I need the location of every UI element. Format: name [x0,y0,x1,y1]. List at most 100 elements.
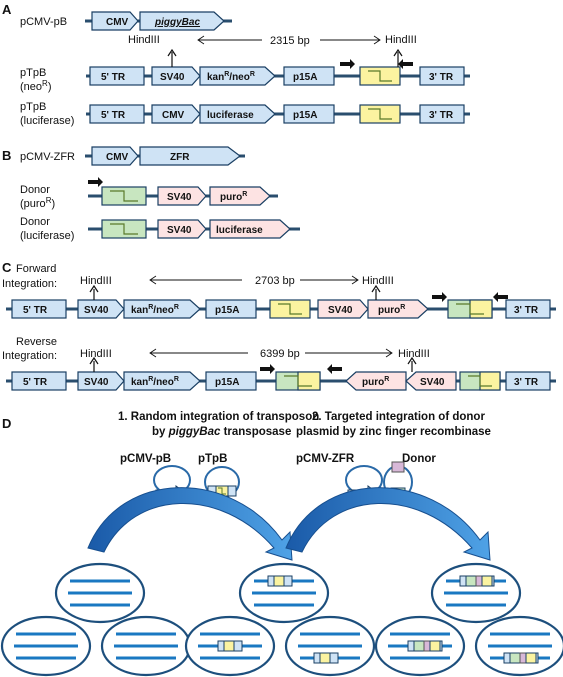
step2-title-line1: 2. Targeted integration of donor [312,411,485,423]
sv40-label-c1: SV40 [84,305,109,316]
sv40-arrow-c2b [405,371,457,391]
primer-arrow-b2 [88,177,103,187]
targeted-insert [459,575,495,587]
targeted-insert [503,652,539,664]
sv40-label-b2: SV40 [167,192,192,203]
p15a-box-a3 [283,104,335,124]
luciferase-arrow-a3 [199,104,276,124]
cell-targeted-br [474,615,563,677]
tr5-label-c2: 5' TR [23,377,48,388]
kan-neo-arrow-c2 [123,371,201,391]
tr5-box-a2 [89,66,145,86]
p15a-box-c2 [205,371,257,391]
puro-label-c1: puroR [378,304,405,316]
cmv-label: CMV [106,17,129,28]
kan-neo-label-a2: kanR/neoR [207,71,255,83]
pcmv-pb-plasmid-label: pCMV-pB [120,453,171,465]
sv40-label-c1b: SV40 [328,305,353,316]
tr3-label-a3: 3' TR [429,110,454,121]
ptpb-luc-label2: (luciferase) [20,115,74,127]
tr3-box-c1 [505,299,551,319]
tr3-label-c2: 3' TR [514,377,539,388]
tr5-label-a3: 5' TR [101,110,126,121]
sv40-label-a2: SV40 [160,72,185,83]
cell-targeted-top [430,562,522,624]
pcmv-pb-label: pCMV-pB [20,16,67,28]
sv40-arrow-c1 [77,299,125,319]
pcmv-zfr-label: pCMV-ZFR [20,151,75,163]
p15a-box-a2 [283,66,335,86]
kan-neo-arrow-c1 [123,299,201,319]
reverse-label1: Reverse [16,336,57,348]
transposon-insert [267,575,293,587]
cell-unmodified-br [100,615,192,677]
primer-arrow-left-c1 [493,292,508,302]
sv40-label-b3: SV40 [167,225,192,236]
donor-plasmid-label: Donor [402,453,436,465]
step1-curved-arrow [87,487,293,561]
cmv-arrow-a3 [151,104,201,124]
kan-neo-label-c2: kanR/neoR [131,376,179,388]
sv40-arrow-b3 [157,219,207,239]
panel-a-label: A [2,2,12,17]
step2-curved-arrow [285,487,491,561]
zfr-site-glyph-a2 [368,70,392,82]
tr5-box-c2 [11,371,67,391]
panel-d-label: D [2,416,11,431]
targeted-insert [407,640,443,652]
sv40-arrow-c1b [317,299,369,319]
primer-arrow-left-a2 [398,59,413,69]
tr3-box-c2 [505,371,551,391]
tr3-label-c1: 3' TR [514,305,539,316]
cmv-label-a3: CMV [162,110,185,121]
cmv-label-b1: CMV [106,152,129,163]
primer-arrow-right-c2 [260,364,275,374]
sv40-arrow-b2 [157,186,207,206]
panel-c-label: C [2,260,12,275]
p15a-box-c1 [205,299,257,319]
tr3-box-a3 [419,104,465,124]
donor-puro-label2: (puroR) [20,196,55,210]
donor-luc-label1: Donor [20,216,50,228]
puro-arrow-b2 [209,186,271,206]
panel-b-label: B [2,148,11,163]
p15a-label-c2: p15A [215,377,239,388]
cell-targeted-bl [374,615,466,677]
p15a-label-a2: p15A [293,72,317,83]
donor-puro-label1: Donor [20,184,50,196]
p15a-label-c1: p15A [215,305,239,316]
forward-label1: Forward [16,263,56,275]
puro-arrow-c2 [345,371,407,391]
primer-arrow-right-c1 [432,292,447,302]
hindiii-left-label-a: HindIII [128,34,160,46]
hindiii-left-label-c2: HindIII [80,348,112,360]
cell-unmodified-bl [0,615,92,677]
cmv-promoter-arrow [91,11,139,31]
cell-transposon-bl [184,615,276,677]
cell-transposon-top [238,562,330,624]
kan-neo-arrow-a2 [199,66,276,86]
distance-label-c1: 2703 bp [255,275,295,287]
luciferase-label-b3: luciferase [216,225,263,236]
distance-label-c2: 6399 bp [260,348,300,360]
piggybac-arrow [139,11,225,31]
piggybac-label: piggyBac [154,17,200,28]
zfr-label-b1: ZFR [170,152,190,163]
sv40-arrow-c2 [77,371,125,391]
cell-transposon-br [284,615,376,677]
p15a-label-a3: p15A [293,110,317,121]
puro-arrow-c1 [367,299,429,319]
hindiii-right-label-c1: HindIII [362,275,394,287]
tr3-label-a2: 3' TR [429,72,454,83]
puro-label-b2: puroR [220,191,247,203]
hindiii-right-label-c2: HindIII [398,348,430,360]
cell-groups [0,562,563,677]
transposon-insert [313,652,339,664]
tr5-box-c1 [11,299,67,319]
zfr-arrow-b1 [139,146,241,166]
donor-luc-label2: (luciferase) [20,230,74,242]
step2-title-line2: plasmid by zinc finger recombinase [296,426,491,438]
luciferase-label-a3: luciferase [207,110,254,121]
kan-neo-label-c1: kanR/neoR [131,304,179,316]
